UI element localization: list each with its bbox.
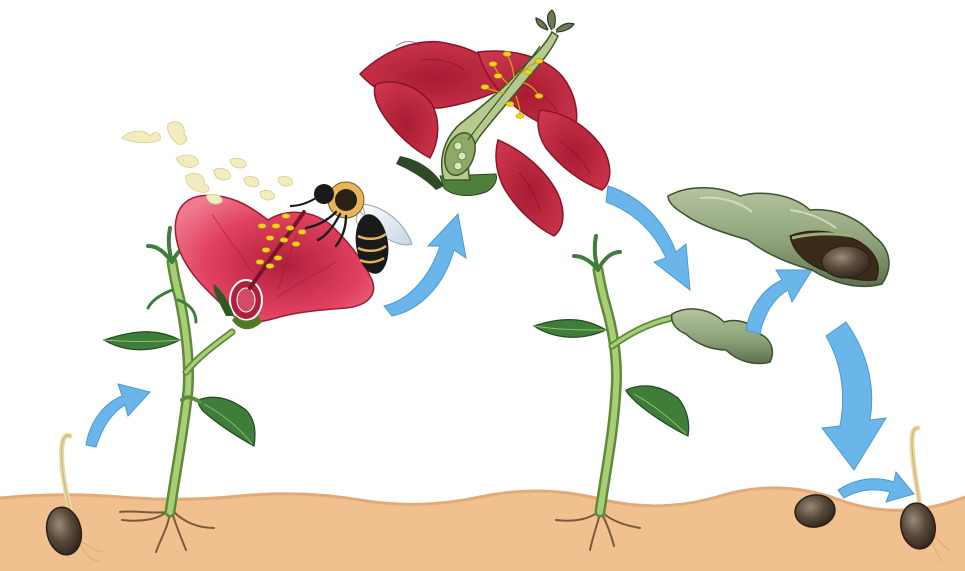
red-flower-cross-section — [360, 10, 610, 236]
pollen-cloud — [122, 122, 292, 204]
cycle-arrow-6 — [838, 472, 914, 502]
cycle-arrow-5 — [822, 322, 886, 470]
cycle-arrow-4 — [746, 270, 812, 334]
cycle-arrow-1 — [86, 384, 150, 447]
